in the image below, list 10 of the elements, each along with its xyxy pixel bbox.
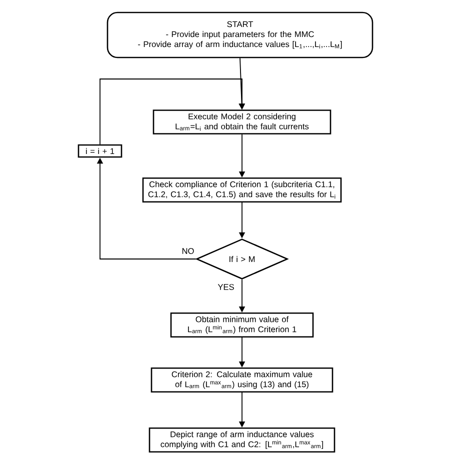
process-box: Depict range of arm inductance values complying with C1 and C2: [L$^{min}$$_{arm}$,L$^{max}$$_{arm}$] xyxy=(148,427,336,453)
arrow xyxy=(100,78,246,145)
process-box: Obtain minimum value of L$_{arm}$ (L$^{min}$$_{arm}$) from Criterion 1 xyxy=(170,312,314,338)
start-box: START - Provide input parameters for the MMC - Provide array of arm inductance values [L$_{1}$,...,L$_{i}$,...L$_{M}$] xyxy=(106,12,374,58)
process-box: Check compliance of Criterion 1 (subcriteria C1.1, C1.2, C1.3, C1.4, C1.5) and save the results for L$_{i}$ xyxy=(142,177,342,203)
edge-label: NO xyxy=(180,247,196,255)
process-box: i = i + 1 xyxy=(78,144,122,158)
edge-label: YES xyxy=(216,283,236,291)
process-box: Execute Model 2 considering L$_{arm}$=L$_{i}$ and obtain the fault currents xyxy=(152,110,332,134)
process-box: Criterion 2: Calculate maximum value of L$_{arm}$ (L$^{max}$$_{arm}$) using (13) and (15) xyxy=(150,368,334,393)
